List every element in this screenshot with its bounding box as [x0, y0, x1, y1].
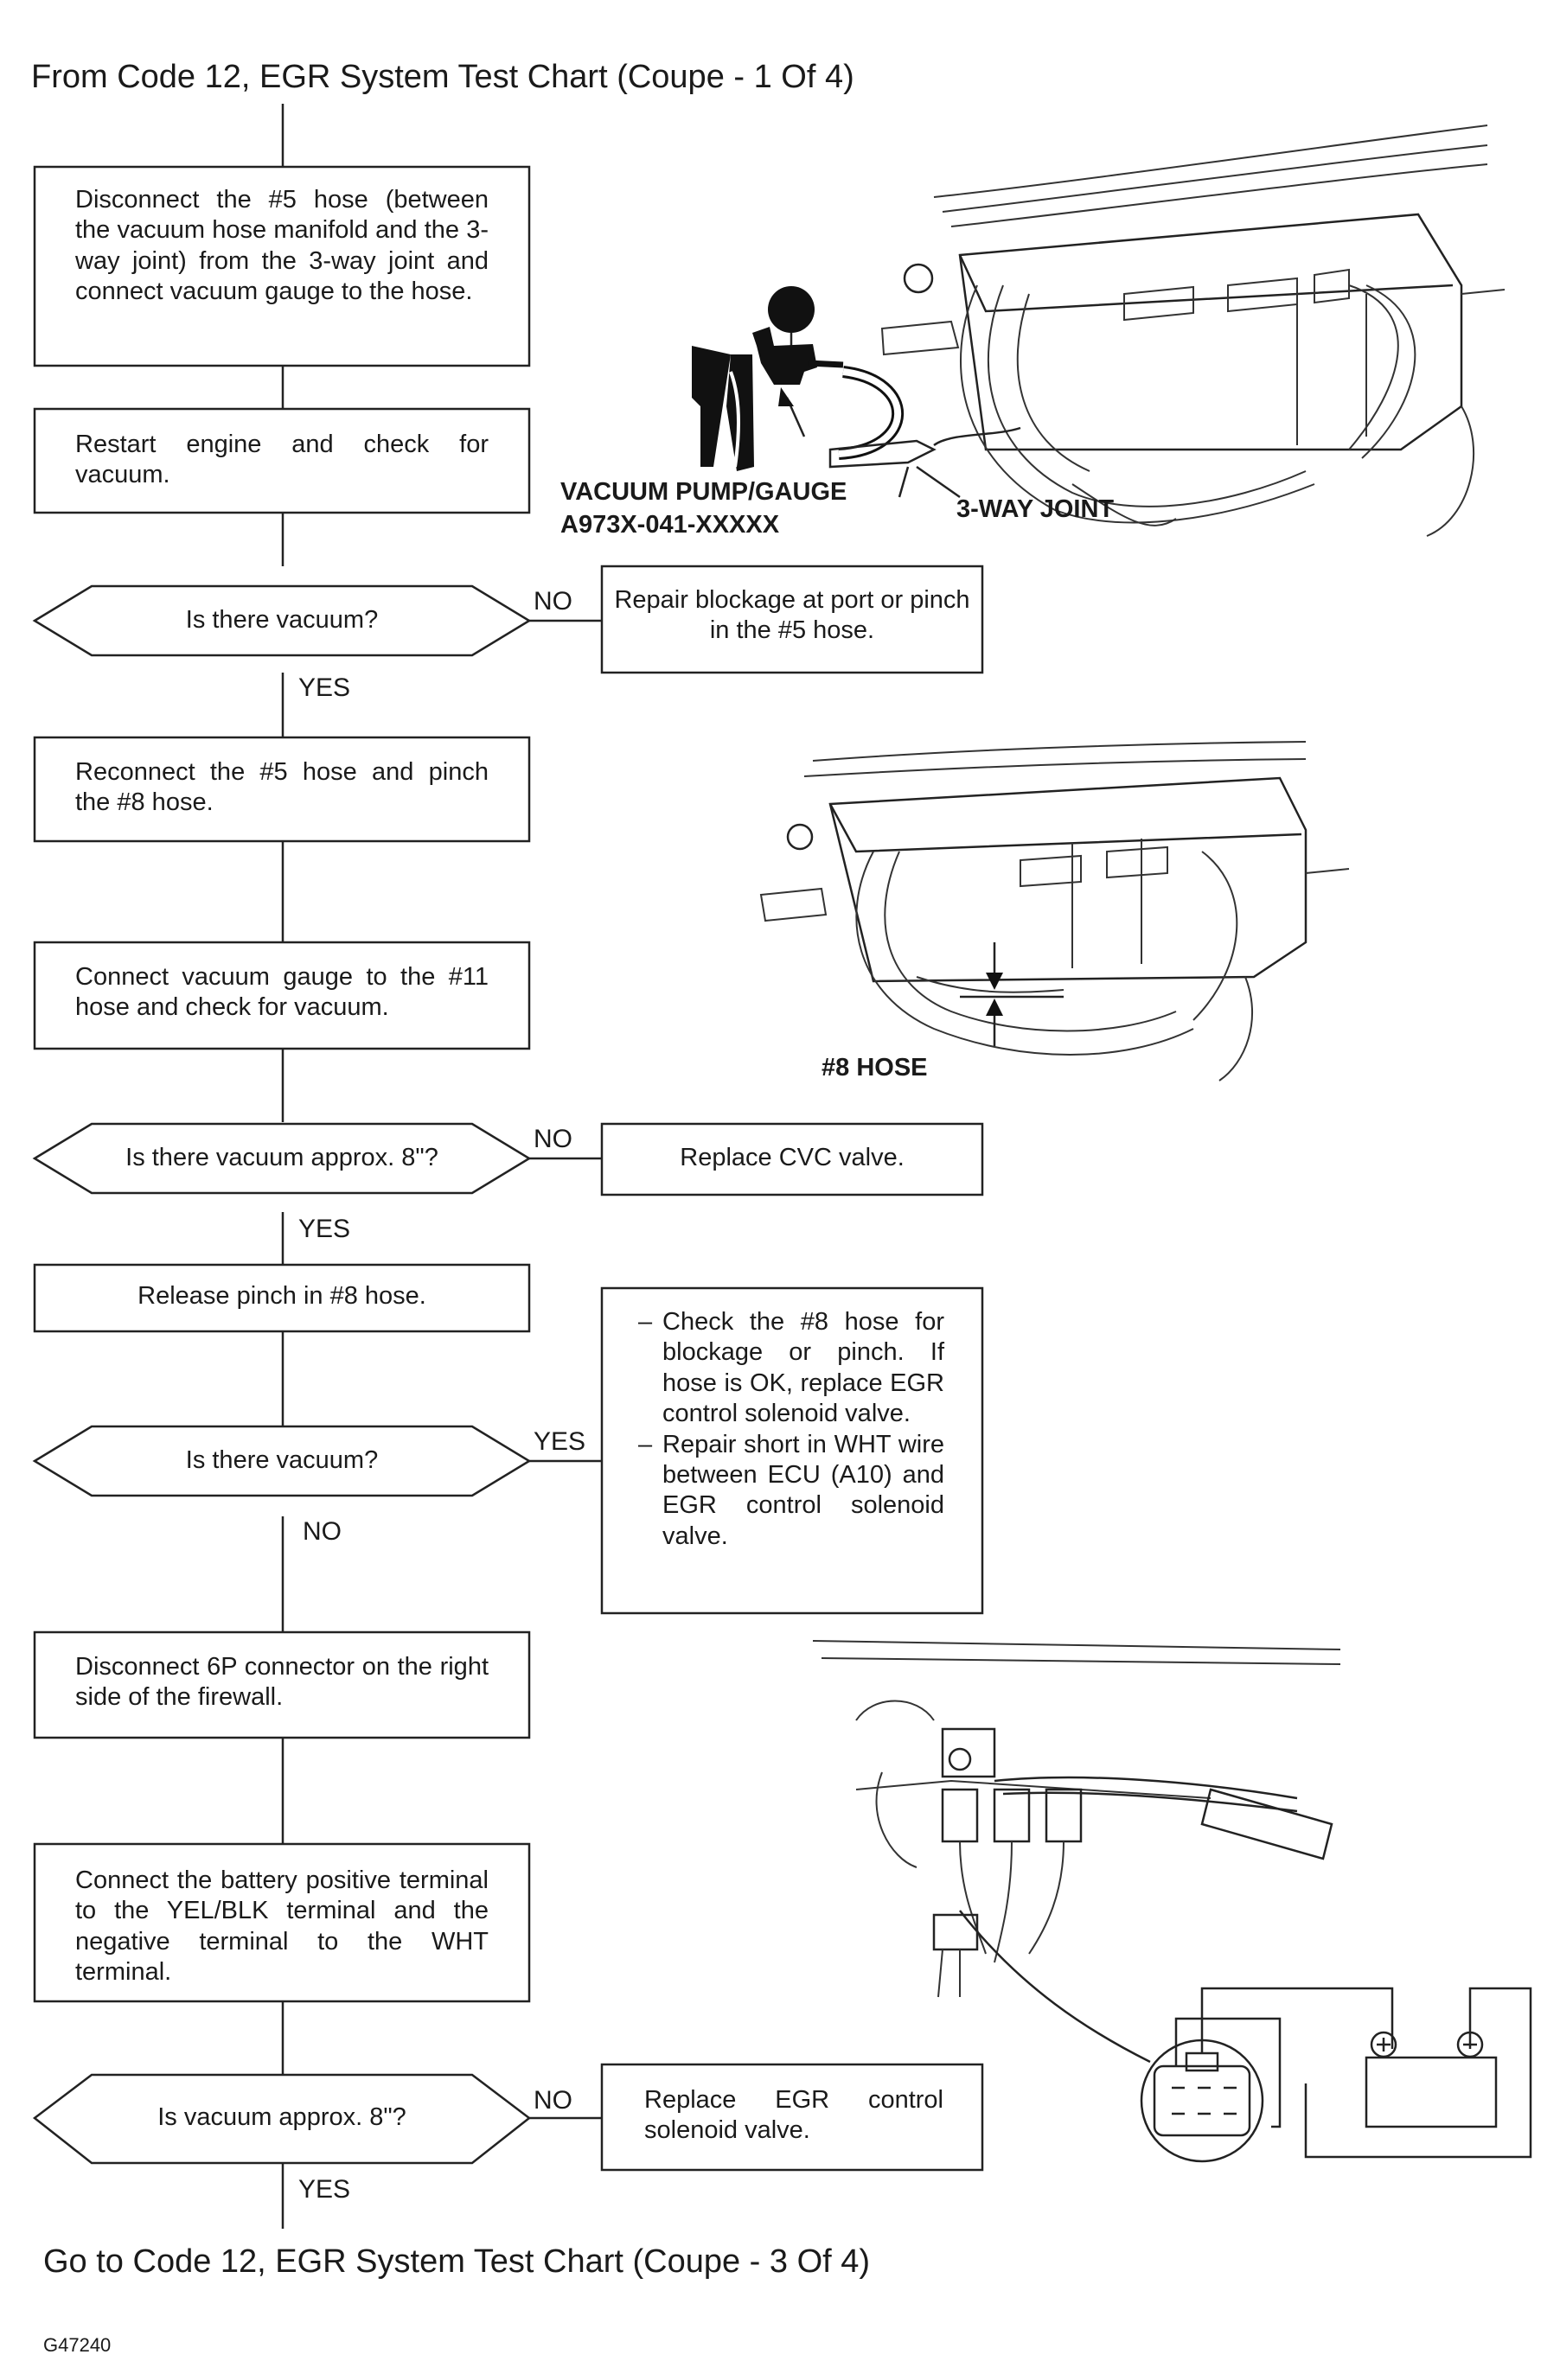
decision-q4: Is vacuum approx. 8"?: [157, 2103, 406, 2131]
decision-q2: Is there vacuum approx. 8"?: [125, 1144, 438, 1171]
result-replace-egr: Replace EGR control solenoid valve.: [644, 2086, 943, 2145]
caption-3-way-joint: 3-WAY JOINT: [956, 495, 1115, 523]
step-reconnect-5-hose: Reconnect the #5 hose and pinch the #8 h…: [75, 758, 489, 817]
result-check-hose-list: – Check the #8 hose for blockage or pinc…: [638, 1307, 944, 1552]
decision-q3: Is there vacuum?: [185, 1446, 379, 1474]
decision-q1: Is there vacuum?: [185, 606, 379, 634]
process-boxes: [33, 165, 984, 2172]
step-release-pinch: Release pinch in #8 hose.: [137, 1282, 426, 1310]
step-disconnect-5-hose: Disconnect the #5 hose (between the vacu…: [75, 186, 489, 306]
illustration-6p-connector-battery: [812, 1640, 1532, 2163]
caption-8-hose: #8 HOSE: [822, 1054, 928, 1082]
step-restart-engine: Restart engine and check for vacuum.: [75, 431, 489, 489]
illustration-vacuum-pump-gauge: [692, 124, 1506, 537]
branch-no-3: NO: [303, 1517, 342, 1546]
branch-yes-4: YES: [298, 2175, 351, 2204]
step-connect-gauge-11: Connect vacuum gauge to the #11 hose and…: [75, 963, 489, 1022]
branch-no-2: NO: [534, 1125, 572, 1153]
step-connect-battery: Connect the battery positive terminal to…: [75, 1866, 489, 1987]
branch-no-4: NO: [534, 2086, 572, 2115]
result-check-hose-item-2: – Repair short in WHT wire between ECU (…: [638, 1430, 944, 1553]
branch-yes-1: YES: [298, 673, 351, 702]
figure-id: G47240: [43, 2334, 112, 2356]
header-text: From Code 12, EGR System Test Chart (Cou…: [31, 59, 854, 95]
branch-yes-2: YES: [298, 1215, 351, 1243]
caption-part-number: A973X-041-XXXXX: [560, 511, 780, 539]
bullet-dash: –: [638, 1308, 653, 1336]
caption-vacuum-pump-gauge: VACUUM PUMP/GAUGE: [560, 478, 847, 506]
bullet-dash: –: [638, 1430, 653, 1458]
flow-connectors: [281, 104, 602, 2229]
decision-shapes: [32, 584, 532, 2165]
result-repair-blockage: Repair blockage at port or pinch in the …: [614, 586, 970, 645]
footer-text: Go to Code 12, EGR System Test Chart (Co…: [43, 2243, 871, 2280]
branch-yes-3: YES: [534, 1427, 586, 1456]
illustration-pinch-8-hose: [759, 741, 1350, 1082]
result-replace-cvc: Replace CVC valve.: [680, 1144, 905, 1171]
result-check-hose-item-1: – Check the #8 hose for blockage or pinc…: [638, 1307, 944, 1430]
step-disconnect-6p: Disconnect 6P connector on the right sid…: [75, 1653, 489, 1712]
branch-no-1: NO: [534, 587, 572, 616]
